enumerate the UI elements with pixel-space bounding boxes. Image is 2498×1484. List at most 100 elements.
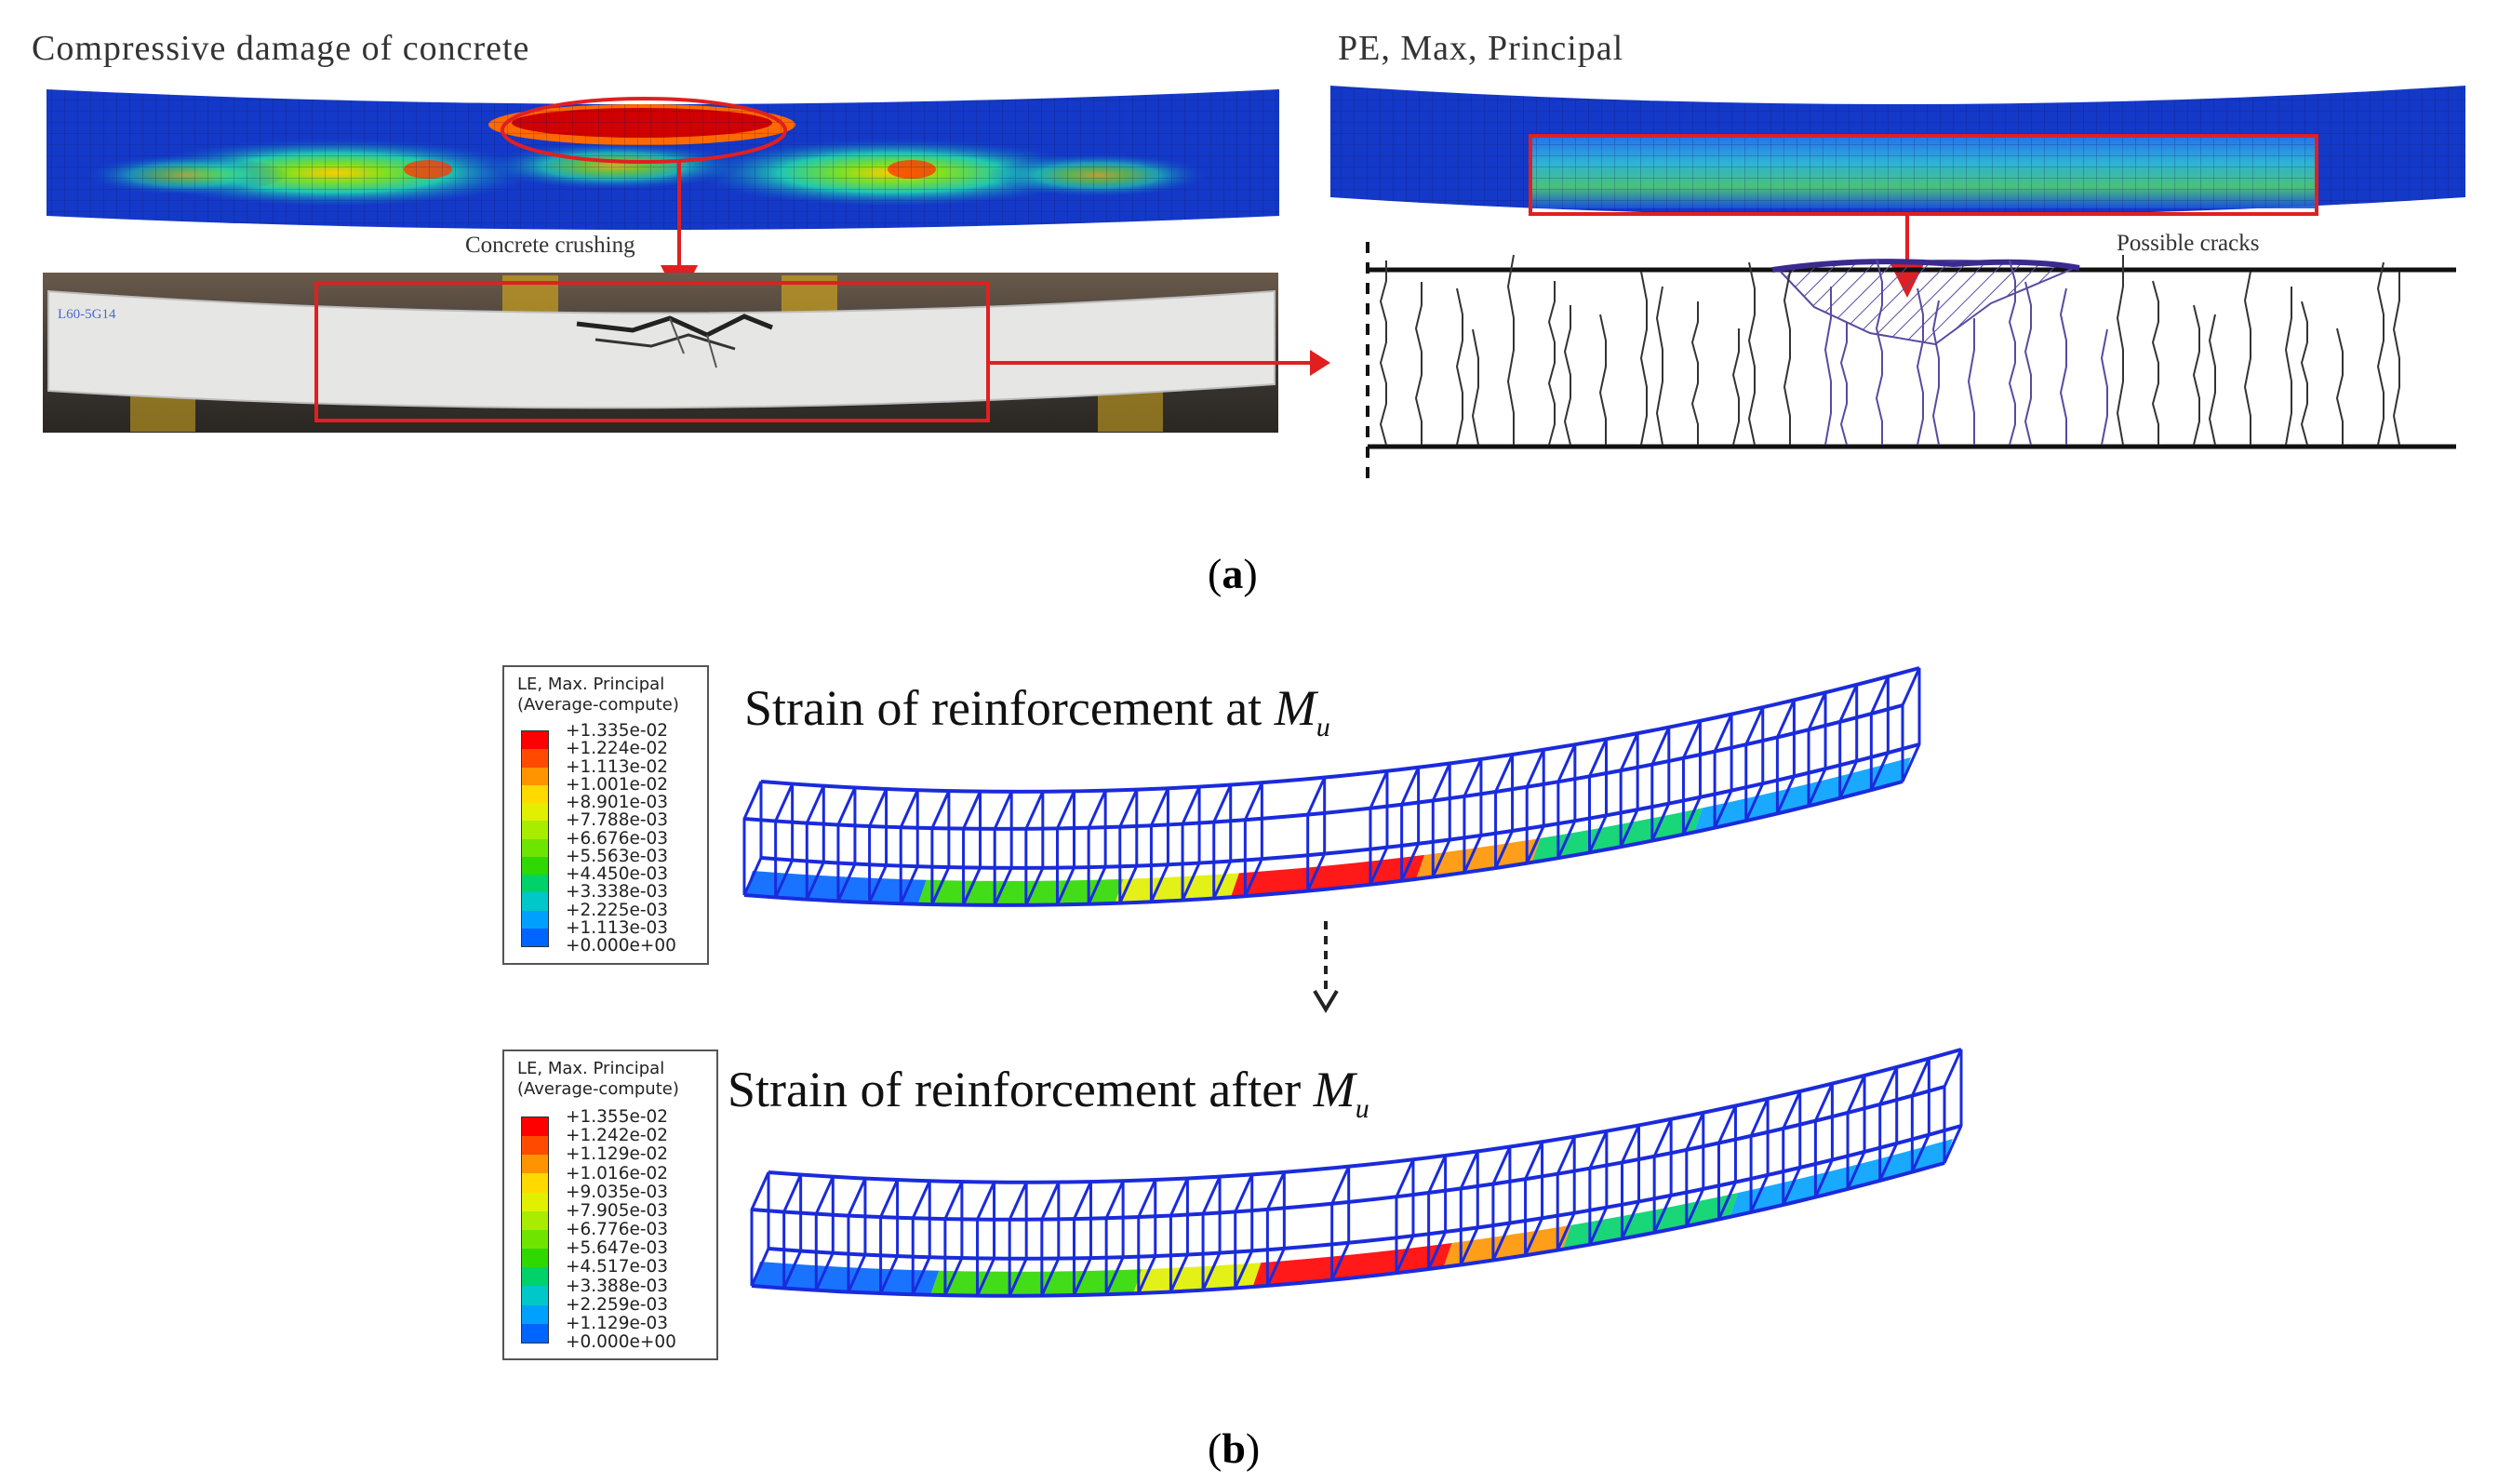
crack-line [1931, 300, 1940, 446]
strain-band [917, 878, 1124, 905]
stirrup [1104, 1180, 1125, 1295]
crack-line [1967, 318, 1975, 445]
specimen-tag: L60-5G14 [58, 307, 116, 322]
crack-line [2243, 271, 2251, 445]
stirrup [1431, 762, 1451, 878]
legend-swatch [522, 1323, 548, 1343]
stirrup [1149, 787, 1169, 902]
legend-swatch [522, 1210, 548, 1230]
legend-strain-after-mu: LE, Max. Principal(Average-compute) +1.3… [502, 1049, 718, 1360]
stirrup [1201, 1176, 1222, 1291]
stirrup [911, 1180, 931, 1295]
legend-swatch [522, 1229, 548, 1250]
crack-line [2100, 328, 2108, 446]
stirrup [1400, 767, 1421, 882]
stirrup [1181, 785, 1201, 902]
stirrup [1813, 1083, 1834, 1198]
crack-line [1598, 314, 1607, 445]
stirrup [993, 791, 1013, 906]
crack-line [1471, 328, 1479, 446]
crack-line [2392, 272, 2400, 446]
stirrup [1072, 1181, 1092, 1296]
legend-tick-label: +2.259e-03 [566, 1294, 669, 1315]
crack-line [2151, 280, 2159, 445]
legend-swatch [522, 1249, 548, 1268]
crack-line [1731, 328, 1740, 446]
stirrup [930, 790, 951, 905]
legend-swatch [522, 1192, 548, 1211]
crack-line [1690, 301, 1699, 445]
stirrup [1588, 1130, 1609, 1246]
stirrup [976, 1181, 996, 1297]
legend-swatch [522, 856, 548, 875]
stirrup [1744, 706, 1765, 822]
stirrup [1749, 1098, 1770, 1213]
legend-swatch [522, 1267, 548, 1287]
stirrup [1556, 743, 1577, 859]
crack-line [1916, 287, 1924, 446]
stirrup [782, 1173, 803, 1290]
caption-a: (a) [1208, 550, 1258, 597]
stirrup [1943, 1049, 1963, 1164]
legend-swatch [522, 1155, 548, 1174]
crack-line [2024, 281, 2032, 446]
legend-color-bar [521, 1116, 549, 1344]
stirrup [1040, 1181, 1061, 1297]
stirrup [1713, 714, 1733, 829]
legend-ticks: +1.335e-02+1.224e-02+1.113e-02+1.001e-02… [566, 722, 676, 956]
stirrup [1459, 1150, 1479, 1266]
strain-band [1693, 757, 1911, 833]
legend-tick-label: +9.035e-03 [566, 1182, 669, 1202]
stirrup [1869, 675, 1890, 791]
stirrup [943, 1181, 964, 1296]
legend-tick-label: +1.129e-03 [566, 1313, 669, 1333]
crack-line [1414, 282, 1423, 445]
legend-tick-label: +7.905e-03 [566, 1200, 669, 1221]
stirrup [1685, 1112, 1705, 1227]
stirrup [1650, 727, 1671, 842]
stirrup [1463, 758, 1483, 874]
stirrup [1838, 684, 1859, 799]
legend-tick-label: +1.129e-02 [566, 1144, 669, 1165]
rebar-cage-at-mu [742, 666, 1921, 907]
crack-line [1655, 286, 1663, 446]
crack-line [2008, 260, 2016, 446]
right-panel-title: PE, Max, Principal [1338, 29, 1624, 68]
legend-tick-label: +4.517e-03 [566, 1257, 669, 1277]
legend-tick-label: +1.001e-02 [566, 774, 669, 795]
crushing-label: Concrete crushing [465, 233, 635, 258]
strain-at-mu-title: Strain of reinforcement at Mu [744, 680, 1330, 742]
legend-tick-label: +8.901e-03 [566, 793, 669, 812]
crack-line [2059, 287, 2067, 445]
stirrup [805, 785, 825, 901]
stirrup [1525, 749, 1545, 864]
stirrup [1087, 790, 1107, 905]
stirrup [962, 791, 982, 906]
stirrup [1717, 1104, 1737, 1221]
legend-tick-label: +2.225e-03 [566, 900, 669, 920]
stirrup [1169, 1177, 1189, 1293]
legend-tick-label: +6.676e-03 [566, 828, 669, 849]
legend-swatch [522, 821, 548, 839]
crack-line [1823, 287, 1832, 446]
stirrup [1234, 1173, 1254, 1290]
cracks-label: Possible cracks [2117, 231, 2260, 256]
strain-band [1115, 873, 1239, 903]
strain-band [1416, 837, 1541, 879]
crack-line [1379, 261, 1387, 446]
crack-line [2376, 261, 2384, 446]
stirrup [1556, 1136, 1576, 1251]
legend-swatch [522, 838, 548, 857]
stirrup [836, 786, 857, 902]
crack-line [2335, 328, 2344, 445]
legend-swatch [522, 731, 548, 750]
stirrup [1243, 782, 1263, 897]
longitudinal-bar [760, 666, 1920, 794]
legend-swatch [522, 1173, 548, 1193]
stirrup [774, 782, 795, 899]
crack-line [2300, 301, 2308, 446]
stirrup [899, 789, 919, 904]
stirrup [1494, 754, 1515, 869]
strain-band [1252, 1242, 1452, 1288]
stirrup [1369, 770, 1389, 886]
